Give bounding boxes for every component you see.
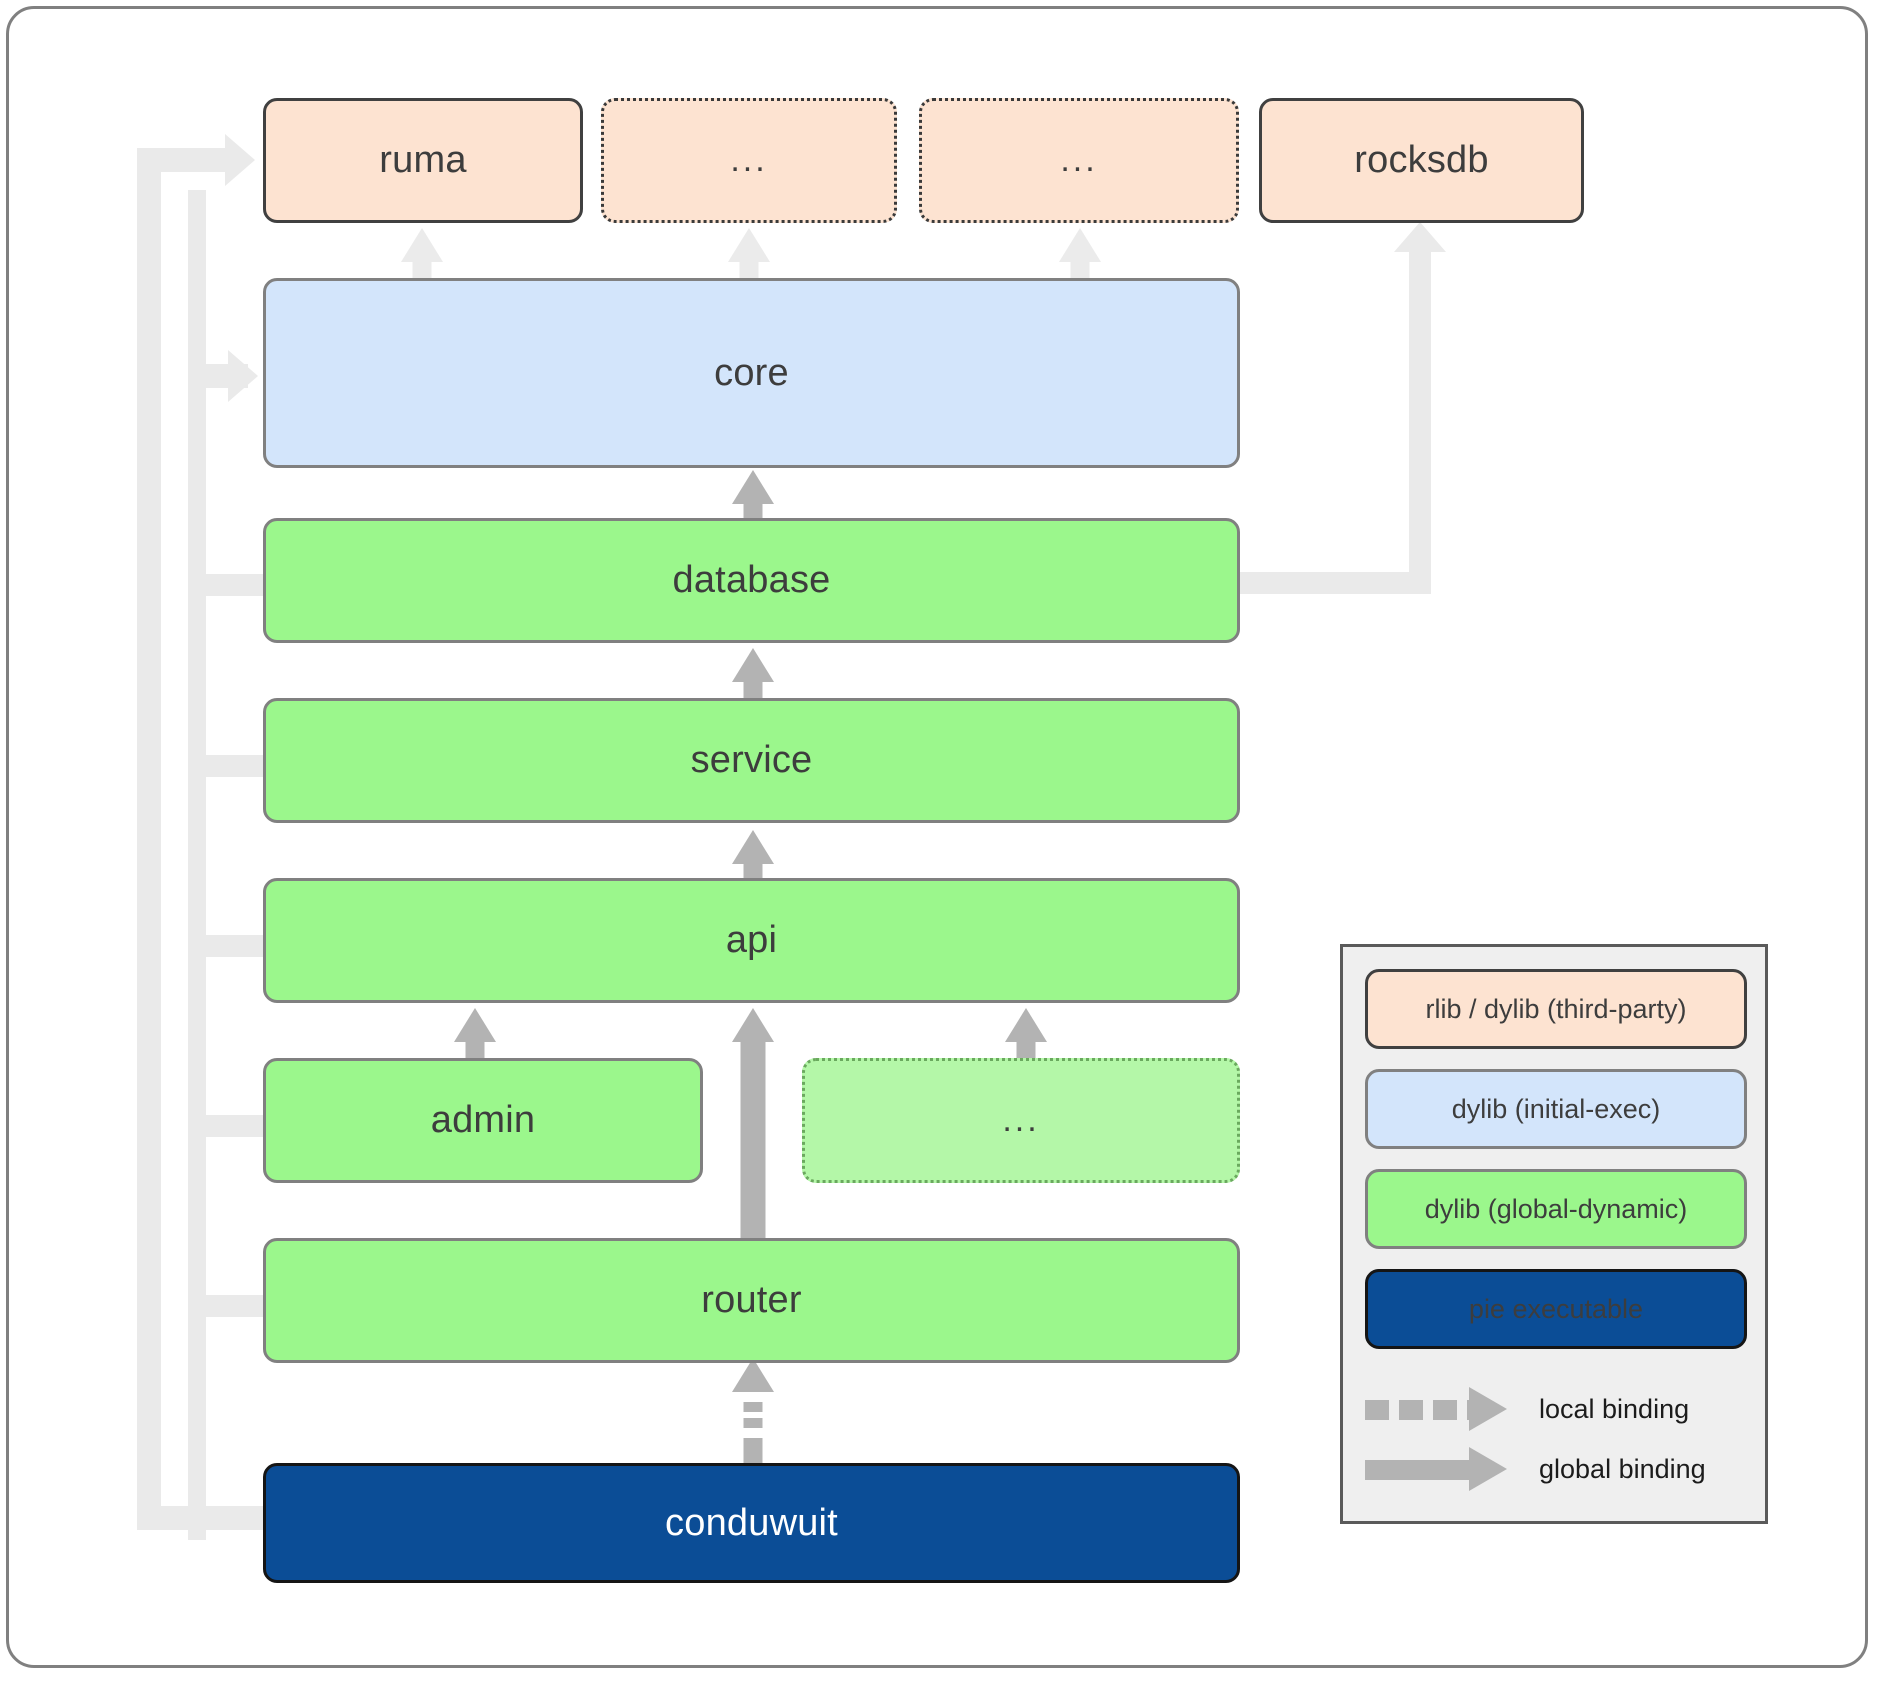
arrow-admin-to-api <box>452 1008 498 1070</box>
arrow-core-to-third-party-1 <box>727 228 771 280</box>
legend-label-global-dynamic: dylib (global-dynamic) <box>1424 1193 1688 1224</box>
legend-label-pie-executable: pie executable <box>1468 1293 1644 1324</box>
arrow-router-to-api <box>727 1008 779 1248</box>
connector-arrowhead-rocksdb <box>1394 222 1446 252</box>
connector-database-to-rocksdb-vertical <box>1409 250 1431 594</box>
node-third-party-placeholder-1-label: ... <box>730 141 768 179</box>
node-service[interactable]: service <box>263 698 1240 823</box>
node-conduwuit-label: conduwuit <box>665 1501 838 1544</box>
node-third-party-placeholder-1[interactable]: ... <box>601 98 897 223</box>
node-database-label: database <box>672 559 831 601</box>
node-rocksdb-label: rocksdb <box>1354 139 1489 181</box>
arrow-core-to-third-party-2 <box>1058 228 1102 280</box>
connector-trunk-vertical <box>137 148 161 1528</box>
legend-label-local-binding: local binding <box>1539 1393 1690 1424</box>
legend-swatch-global-dynamic: dylib (global-dynamic) <box>1365 1169 1747 1249</box>
node-router[interactable]: router <box>263 1238 1240 1363</box>
local-binding-arrow-icon <box>1365 1387 1515 1431</box>
node-api-placeholder-label: ... <box>1002 1101 1040 1139</box>
legend-label-initial-exec: dylib (initial-exec) <box>1451 1093 1661 1124</box>
node-service-label: service <box>690 739 813 781</box>
node-third-party-placeholder-2-label: ... <box>1060 141 1098 179</box>
node-admin-label: admin <box>430 1099 536 1141</box>
legend-swatch-third-party: rlib / dylib (third-party) <box>1365 969 1747 1049</box>
connector-to-conduwuit <box>137 1506 272 1530</box>
legend-label-global-binding: global binding <box>1539 1453 1706 1484</box>
node-core[interactable]: core <box>263 278 1240 468</box>
connector-to-service <box>188 755 268 777</box>
connector-to-api <box>188 935 268 957</box>
connector-branch-vertical <box>188 190 206 1540</box>
node-core-label: core <box>714 351 789 394</box>
legend-row-local-binding: local binding <box>1365 1379 1751 1439</box>
legend-label-third-party: rlib / dylib (third-party) <box>1425 993 1687 1024</box>
connector-arrowhead-ruma <box>225 134 255 186</box>
node-api-placeholder[interactable]: ... <box>802 1058 1240 1183</box>
connector-to-database <box>188 574 268 596</box>
node-router-label: router <box>701 1279 802 1321</box>
node-api-label: api <box>725 919 778 961</box>
legend-row-global-binding: global binding <box>1365 1439 1751 1499</box>
connector-to-admin <box>188 1115 268 1137</box>
node-conduwuit[interactable]: conduwuit <box>263 1463 1240 1583</box>
legend-swatch-pie-executable: pie executable <box>1365 1269 1747 1349</box>
node-database[interactable]: database <box>263 518 1240 643</box>
arrow-conduwuit-to-router <box>730 1358 776 1466</box>
node-ruma-label: ruma <box>379 139 467 181</box>
global-binding-arrow-icon <box>1365 1447 1515 1491</box>
legend-swatch-initial-exec: dylib (initial-exec) <box>1365 1069 1747 1149</box>
connector-arrowhead-core <box>228 350 258 402</box>
node-third-party-placeholder-2[interactable]: ... <box>919 98 1239 223</box>
node-ruma[interactable]: ruma <box>263 98 583 223</box>
node-admin[interactable]: admin <box>263 1058 703 1183</box>
node-api[interactable]: api <box>263 878 1240 1003</box>
legend-panel: rlib / dylib (third-party) dylib (initia… <box>1340 944 1768 1524</box>
node-rocksdb[interactable]: rocksdb <box>1259 98 1584 223</box>
connector-database-to-rocksdb-horizontal <box>1236 572 1431 594</box>
arrow-core-to-ruma <box>400 228 444 280</box>
connector-to-ruma <box>137 148 237 172</box>
connector-to-router <box>188 1295 268 1317</box>
